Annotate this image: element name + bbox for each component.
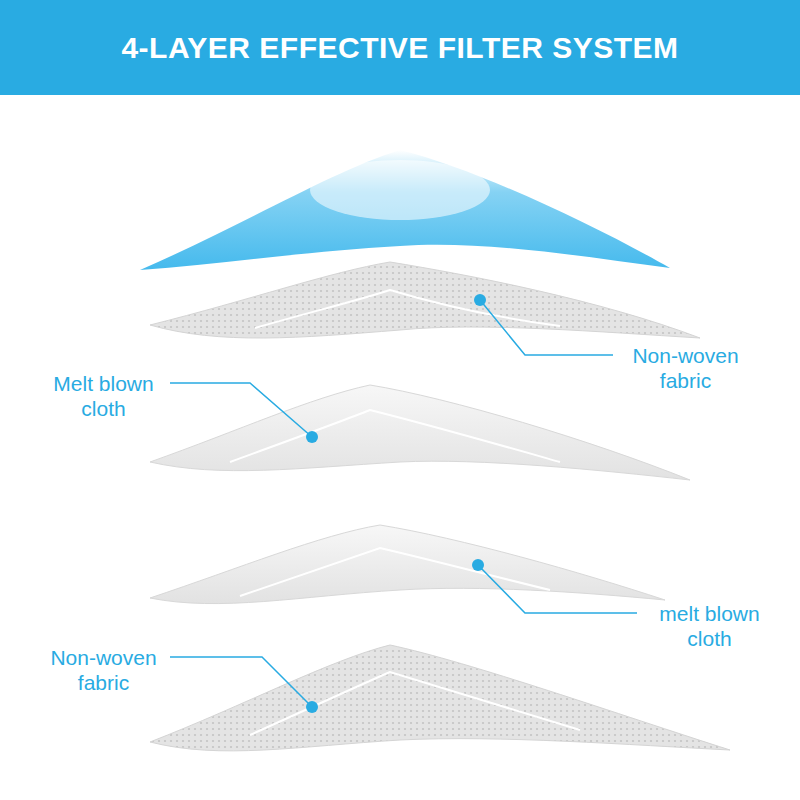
title: 4-LAYER EFFECTIVE FILTER SYSTEM [0,0,800,95]
leader-dot [306,431,318,443]
layer-label: Non-woven fabric [618,343,753,393]
layer-label: Non-woven fabric [36,645,171,695]
leader-line [170,383,312,437]
leader-line [480,300,613,355]
leader-dot [472,559,484,571]
layer-label: melt blown cloth [642,601,777,651]
leader-line [170,657,312,707]
layer-label: Melt blown cloth [36,371,171,421]
leader-dot [474,294,486,306]
leader-dot [306,701,318,713]
leader-line [478,565,637,613]
